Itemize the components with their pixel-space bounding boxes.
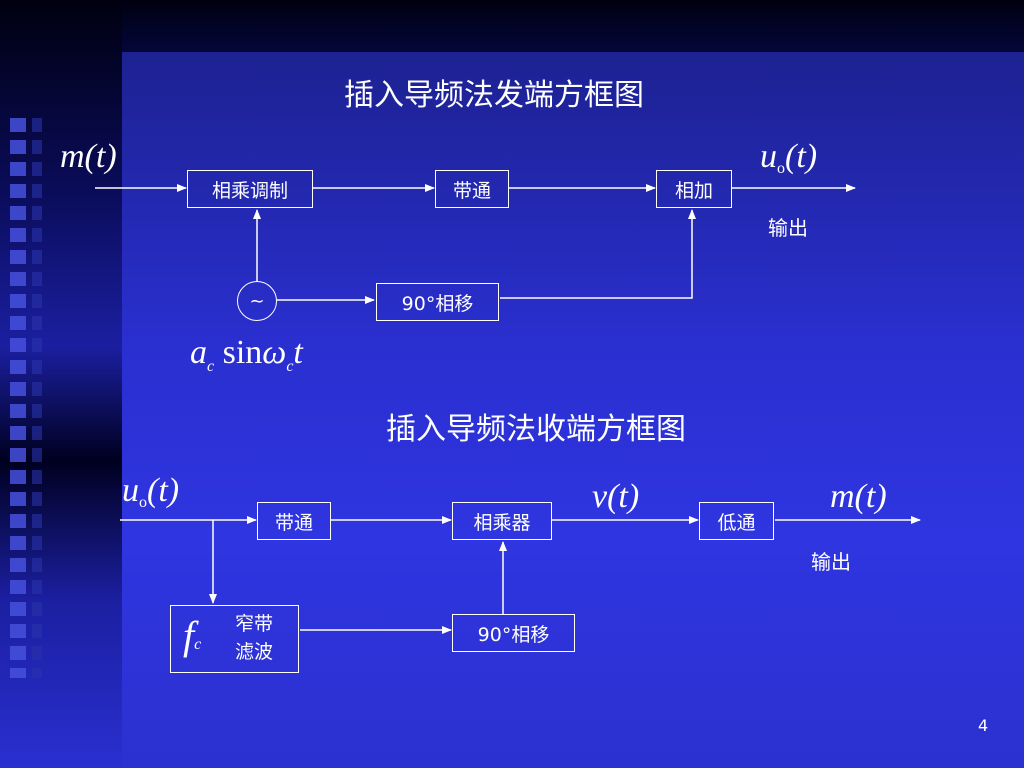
receiver-title: 插入导频法收端方框图: [386, 412, 686, 447]
narrow-filter-text: 窄带 滤波: [235, 610, 273, 666]
carrier-omega-sub: c: [286, 358, 294, 375]
oscillator-symbol: ~: [237, 281, 277, 321]
tx-output-signal-arg: (t): [785, 138, 818, 175]
modulator-block: 相乘调制: [187, 170, 313, 208]
multiplier-block: 相乘器: [452, 502, 552, 540]
rx-input-signal: uo(t): [122, 472, 179, 512]
rx-phase-shift-block: 90°相移: [452, 614, 575, 652]
fc-f: f: [183, 613, 195, 658]
narrow-filter-line2: 滤波: [235, 641, 274, 663]
tx-input-signal: m(t): [60, 138, 117, 175]
narrow-filter-line1: 窄带: [235, 613, 274, 635]
rx-output-label: 输出: [811, 550, 851, 574]
slide-top-band: [0, 0, 1024, 52]
narrow-filter-symbol: fc: [183, 612, 201, 659]
carrier-sin: sin: [222, 334, 263, 371]
rx-mid-signal: v(t): [592, 478, 640, 515]
page-number: 4: [978, 716, 989, 735]
decorative-squares-inner: [32, 118, 42, 678]
rx-input-signal-arg: (t): [147, 472, 180, 509]
carrier-a-sub: c: [207, 358, 215, 375]
carrier-t: t: [293, 334, 303, 371]
carrier-omega: ω: [262, 334, 287, 371]
narrow-filter-block: fc 窄带 滤波: [170, 605, 299, 673]
rx-input-signal-sub: o: [139, 494, 147, 511]
decorative-squares: [10, 118, 26, 678]
tx-phase-shift-block: 90°相移: [376, 283, 499, 321]
carrier-expression: ac sinωct: [190, 334, 303, 376]
transmitter-title: 插入导频法发端方框图: [344, 78, 644, 113]
adder-block: 相加: [656, 170, 732, 208]
lowpass-block: 低通: [699, 502, 774, 540]
tx-output-signal-main: u: [760, 138, 777, 175]
rx-input-signal-main: u: [122, 472, 139, 509]
tx-output-signal: uo(t): [760, 138, 817, 178]
rx-bandpass-block: 带通: [257, 502, 331, 540]
fc-sub: c: [194, 636, 202, 653]
rx-output-signal: m(t): [830, 478, 887, 515]
wire-phase-to-adder: [500, 209, 696, 299]
tx-output-label: 输出: [768, 216, 808, 240]
tx-output-signal-sub: o: [777, 160, 785, 177]
carrier-a: a: [190, 334, 207, 371]
tx-bandpass-block: 带通: [435, 170, 509, 208]
